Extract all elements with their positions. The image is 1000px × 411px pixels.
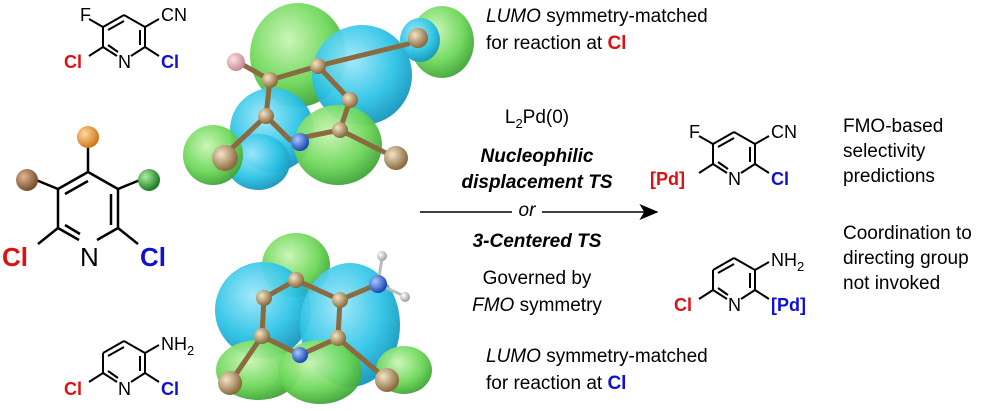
bottom-left-cl-red: Cl [64, 379, 82, 399]
fmo-note-line2: selectivity [843, 141, 926, 162]
fmo-note-line3: predictions [843, 166, 935, 187]
coord-note-line1: Coordination to [843, 223, 972, 244]
middle-left-molecule [35, 146, 141, 245]
product-top-n: N [728, 169, 741, 189]
product-top-cl: Cl [771, 169, 789, 189]
product-top-f: F [689, 122, 700, 142]
top-left-cn: CN [161, 5, 187, 25]
governed-line1: Governed by [482, 268, 592, 289]
bottom-lumo-caption-line2: for reaction at Cl [486, 373, 626, 395]
catalyst-label: L2Pd(0) [504, 107, 570, 131]
product-bottom-n: N [728, 295, 741, 315]
bottom-left-cl-blue: Cl [161, 379, 179, 399]
middle-left-cl-blue: Cl [140, 242, 166, 272]
top-lobe-green-3 [294, 105, 382, 185]
bottom-lumo-orbital [215, 233, 432, 404]
top-left-cl-red: Cl [64, 52, 82, 72]
brown-substituent [16, 169, 38, 191]
product-top-molecule [698, 131, 770, 174]
top-lumo-caption-line1: LUMO symmetry-matched [486, 6, 708, 28]
bottom-caption-text2: for reaction at [486, 373, 603, 394]
bottom-caption-cl: Cl [607, 373, 627, 394]
product-bottom-cl: Cl [674, 295, 692, 315]
bottom-lumo-caption-line1: LUMO symmetry-matched [486, 346, 708, 368]
bottom-left-nh2: NH2 [161, 334, 194, 358]
orange-substituent [77, 126, 99, 148]
top-lumo-orbital [183, 3, 474, 190]
product-bottom-molecule [698, 257, 770, 300]
bottom-left-n: N [118, 379, 131, 399]
coord-note-line2: directing group [843, 248, 969, 269]
coord-note-line3: not invoked [843, 273, 941, 294]
governed-line2: FMO symmetry [472, 295, 602, 317]
top-left-molecule [88, 14, 160, 57]
bottom-lumo-term: LUMO [486, 346, 541, 367]
product-top-cn: CN [771, 122, 797, 142]
green-substituent [138, 169, 160, 191]
top-left-n: N [118, 52, 131, 72]
ts1-line2: displacement TS [461, 172, 613, 193]
product-bottom-nh2: NH2 [771, 250, 804, 274]
governed-rest: symmetry [519, 295, 602, 316]
middle-left-cl-red: Cl [2, 242, 28, 272]
top-caption-text2: for reaction at [486, 33, 603, 54]
fmo-note-line1: FMO-based [843, 116, 944, 137]
product-top-pd: [Pd] [650, 169, 685, 189]
bottom-left-molecule [88, 340, 160, 383]
top-lumo-term: LUMO [486, 6, 541, 27]
or-label: or [518, 200, 536, 221]
top-caption-cl: Cl [607, 33, 627, 54]
governed-fmo: FMO [472, 295, 515, 316]
top-lumo-caption-line2: for reaction at Cl [486, 33, 626, 55]
product-bottom-pd: [Pd] [771, 295, 806, 315]
middle-left-n: N [80, 242, 99, 272]
top-caption-text1: symmetry-matched [546, 6, 708, 27]
top-left-f: F [80, 5, 91, 25]
ts1-line1: Nucleophilic [480, 146, 594, 167]
bottom-caption-text1: symmetry-matched [546, 346, 708, 367]
ts2-label: 3-Centered TS [472, 231, 602, 252]
top-left-cl-blue: Cl [161, 52, 179, 72]
